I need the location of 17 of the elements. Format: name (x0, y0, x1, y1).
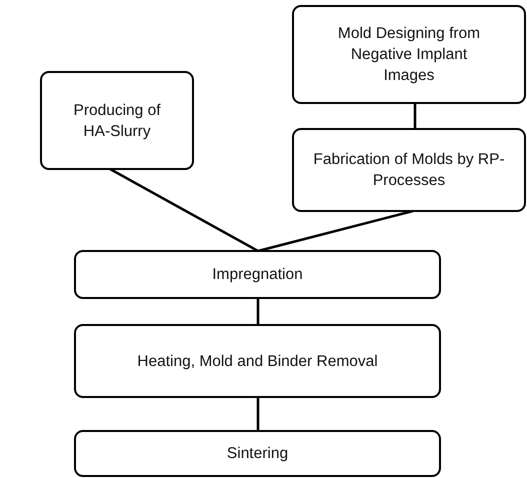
process-box (74, 250, 441, 299)
connector-line (256, 397, 260, 431)
connector-line (258, 210, 414, 252)
connector-line (414, 103, 416, 129)
step-label: Sintering (226, 444, 288, 464)
step-label: Impregnation (212, 265, 303, 285)
process-box (292, 5, 526, 104)
connector-line (109, 168, 259, 252)
step-label: Mold Designing from Negative Implant Images (336, 24, 482, 86)
process-box (292, 128, 526, 212)
process-box (40, 71, 194, 170)
process-box (74, 324, 441, 398)
step-label: Heating, Mold and Binder Removal (137, 352, 378, 372)
step-label: Producing of HA-Slurry (72, 100, 162, 142)
connector-line (256, 298, 260, 325)
step-label: Fabrication of Molds by RP-Processes (312, 150, 506, 191)
process-box (74, 430, 441, 477)
